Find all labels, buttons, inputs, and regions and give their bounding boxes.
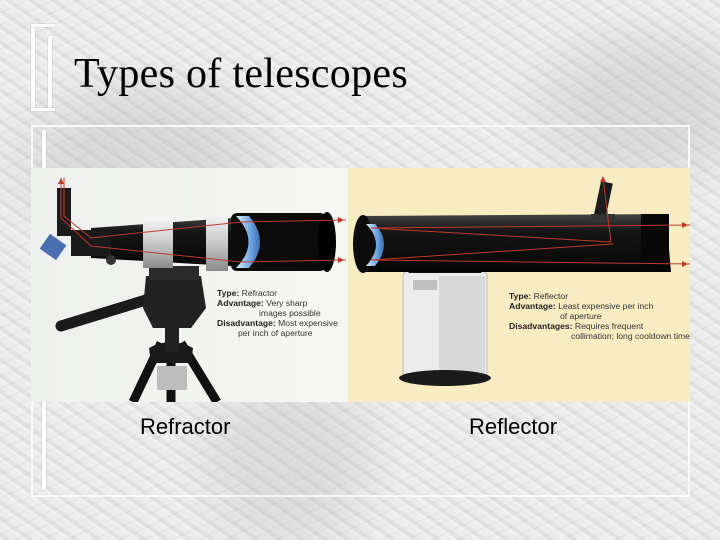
frame-line-left: [31, 24, 35, 110]
reflector-info: Type: Reflector Advantage: Least expensi…: [509, 291, 690, 341]
reflector-disadvantage-label: Disadvantages:: [509, 321, 573, 331]
refractor-disadvantage-value-1: Most expensive: [278, 318, 338, 328]
telescope-figure: Type: Refractor Advantage: Very sharp im…: [31, 168, 690, 402]
reflector-disadvantage-value-1: Requires frequent: [575, 321, 644, 331]
caption-refractor: Refractor: [140, 414, 231, 439]
reflector-advantage-label: Advantage:: [509, 301, 556, 311]
reflector-disadvantage-value-2: collimation; long cooldown time: [571, 331, 690, 341]
refractor-type-label: Type:: [217, 288, 239, 298]
primary-mirror-icon: [366, 224, 384, 266]
refractor-type-value: Refractor: [242, 288, 277, 298]
reflector-advantage-value-2: of aperture: [560, 311, 602, 321]
frame-line-top: [31, 24, 55, 27]
reflector-panel: [348, 168, 690, 402]
reflector-telescope: [353, 176, 690, 386]
frame-line-left-inner: [48, 36, 52, 108]
reflector-type-label: Type:: [509, 291, 531, 301]
refractor-advantage-value-2: images possible: [259, 308, 321, 318]
refractor-disadvantage-value-2: per inch of aperture: [238, 328, 313, 338]
reflector-type-value: Reflector: [534, 291, 569, 301]
refractor-info: Type: Refractor Advantage: Very sharp im…: [217, 288, 340, 338]
reflector-advantage-value-1: Least expensive per inch: [558, 301, 653, 311]
objective-lens-icon: [236, 216, 260, 268]
frame-line-bottom: [31, 108, 55, 111]
refractor-advantage-value-1: Very sharp: [266, 298, 307, 308]
slide-title: Types of telescopes: [74, 51, 408, 97]
refractor-advantage-label: Advantage:: [217, 298, 264, 308]
caption-reflector: Reflector: [469, 414, 558, 439]
refractor-telescope: [39, 178, 347, 402]
refractor-disadvantage-label: Disadvantage:: [217, 318, 276, 328]
